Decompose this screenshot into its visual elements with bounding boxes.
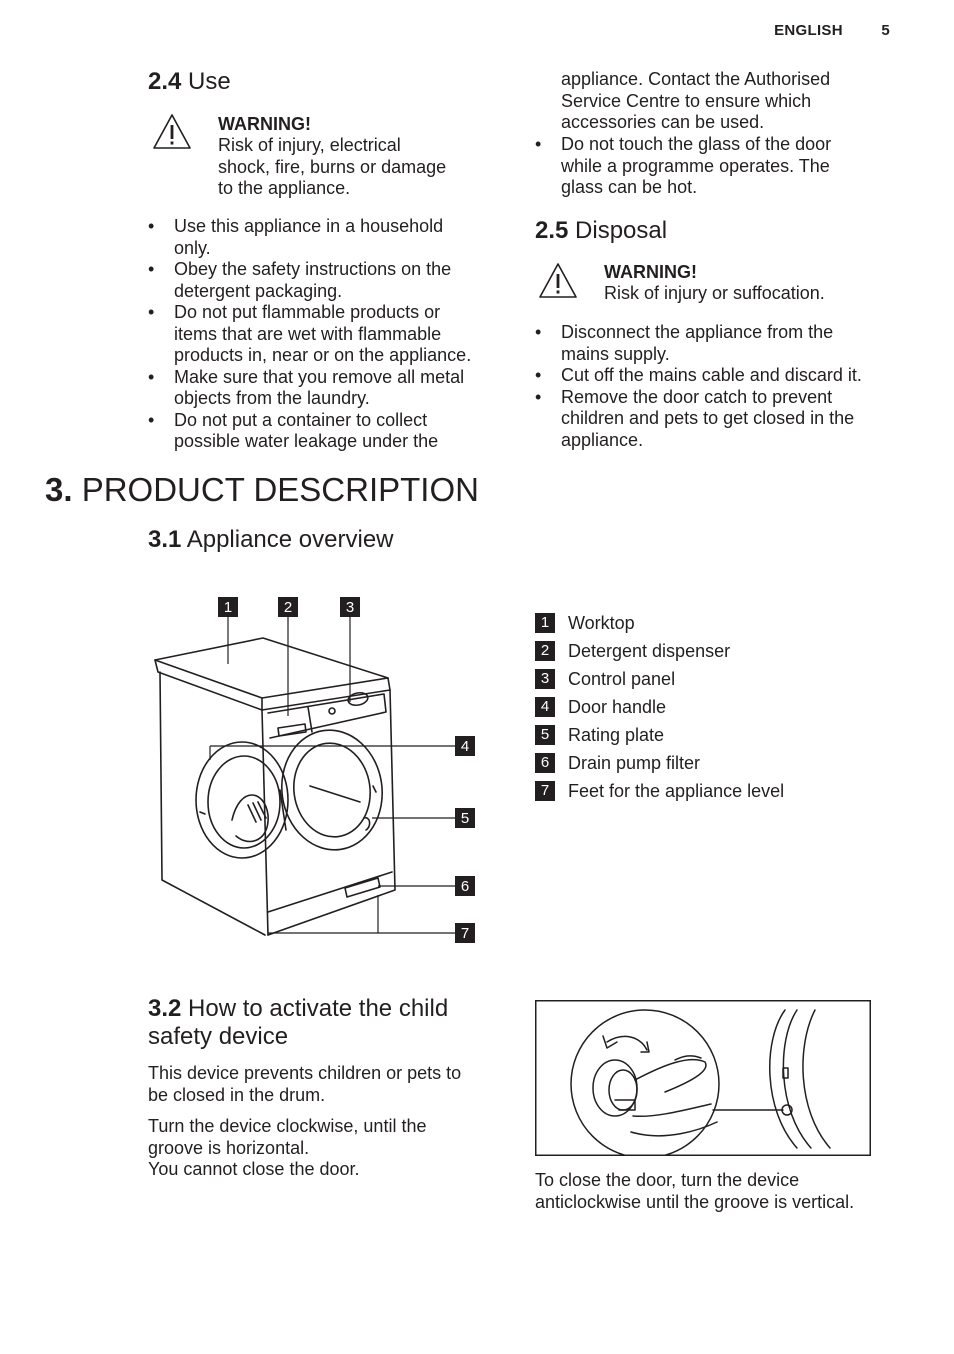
legend-item-detergent-dispenser: 2 Detergent dispenser <box>535 637 915 665</box>
text-line: be closed in the drum. <box>148 1084 326 1105</box>
legend-item-rating-plate: 5 Rating plate <box>535 721 915 749</box>
svg-text:6: 6 <box>461 878 469 895</box>
section-2-5-heading: 2.5 Disposal <box>535 216 667 246</box>
text-line: groove is horizontal. <box>148 1137 310 1158</box>
warning-title: WARNING! <box>218 114 311 134</box>
section-3-2-heading: 3.2 How to activate the child safety dev… <box>148 995 508 1051</box>
svg-text:5: 5 <box>461 810 469 827</box>
section-3-1-heading: 3.1 Appliance overview <box>148 525 394 555</box>
child-safety-caption: To close the door, turn the device antic… <box>535 1170 915 1213</box>
text-line: appliance. Contact the Authorised <box>561 69 831 89</box>
text-line: Turn the device clockwise, until the <box>148 1116 427 1136</box>
legend-number: 6 <box>535 753 555 773</box>
warning-block-2-5: WARNING! Risk of injury or suffocation. <box>604 261 904 305</box>
legend-label: Drain pump filter <box>568 752 701 773</box>
legend-label: Door handle <box>568 696 667 717</box>
section-title-line: safety device <box>148 1023 289 1050</box>
text-line: To close the door, turn the device <box>535 1170 800 1190</box>
callout-4: 4 <box>455 736 475 756</box>
legend-number: 2 <box>535 641 555 661</box>
chapter-number: 3. <box>45 471 73 508</box>
callout-2: 2 <box>278 597 298 617</box>
svg-text:2: 2 <box>284 599 292 616</box>
washing-machine-illustration: 1 2 3 4 5 6 7 <box>154 597 475 943</box>
section-number: 2.5 <box>535 217 569 244</box>
section-2-4-heading: 2.4 Use <box>148 67 231 97</box>
legend-label: Detergent dispenser <box>568 640 731 661</box>
svg-text:1: 1 <box>224 599 232 616</box>
warning-triangle-icon <box>539 263 577 298</box>
warning-line: to the appliance. <box>218 178 351 198</box>
svg-text:3: 3 <box>346 599 354 616</box>
warning-text: Risk of injury or suffocation. <box>604 283 825 303</box>
legend-label: Control panel <box>568 668 676 689</box>
use-bullet-list-right: Do not touch the glass of the doorwhile … <box>535 134 905 199</box>
callout-1: 1 <box>218 597 238 617</box>
page-number: 5 <box>881 22 890 39</box>
legend-label: Rating plate <box>568 724 665 745</box>
warning-line: Risk of injury, electrical <box>218 135 401 155</box>
legend-number: 5 <box>535 725 555 745</box>
legend-number: 4 <box>535 697 555 717</box>
list-item: Cut off the mains cable and discard it. <box>535 365 915 387</box>
child-safety-illustration <box>535 1000 871 1156</box>
legend-item-door-handle: 4 Door handle <box>535 693 915 721</box>
use-continuation-text: appliance. Contact the Authorised Servic… <box>561 69 901 134</box>
text-line: Service Centre to ensure which <box>561 90 812 111</box>
section-title-line: How to activate the child <box>188 995 449 1022</box>
callout-7: 7 <box>455 923 475 943</box>
warning-block-2-4: WARNING! Risk of injury, electrical shoc… <box>218 113 508 200</box>
callout-5: 5 <box>455 808 475 828</box>
warning-title: WARNING! <box>604 262 697 282</box>
legend-item-drain-pump-filter: 6 Drain pump filter <box>535 749 915 777</box>
header-language: ENGLISH <box>774 22 843 39</box>
legend-number: 3 <box>535 669 555 689</box>
warning-line: shock, fire, burns or damage <box>218 156 447 177</box>
legend-item-worktop: 1 Worktop <box>535 609 915 637</box>
chapter-title: PRODUCT DESCRIPTION <box>81 471 479 508</box>
legend-item-control-panel: 3 Control panel <box>535 665 915 693</box>
callout-3: 3 <box>340 597 360 617</box>
legend-label: Feet for the appliance level <box>568 780 785 801</box>
list-item: Obey the safety instructions on thedeter… <box>148 259 518 302</box>
section-number: 3.2 <box>148 995 182 1022</box>
text-line: You cannot close the door. <box>148 1159 360 1179</box>
warning-triangle-icon <box>153 114 191 149</box>
page-header: ENGLISH 5 <box>740 22 890 39</box>
chapter-3-heading: 3. PRODUCT DESCRIPTION <box>45 470 479 510</box>
legend-label: Worktop <box>568 612 635 633</box>
text-line: accessories can be used. <box>561 112 765 132</box>
section-number: 2.4 <box>148 68 182 95</box>
section-title: Appliance overview <box>186 526 394 553</box>
svg-text:4: 4 <box>461 738 469 755</box>
legend-number: 1 <box>535 613 555 633</box>
section-title: Disposal <box>575 217 668 244</box>
svg-text:7: 7 <box>461 925 469 942</box>
warning-text: Risk of injury, electrical shock, fire, … <box>218 135 508 200</box>
appliance-legend: 1 Worktop 2 Detergent dispenser 3 Control p… <box>535 609 915 805</box>
legend-number: 7 <box>535 781 555 801</box>
legend-item-feet: 7 Feet for the appliance level <box>535 777 915 805</box>
text-line: anticlockwise until the groove is vertic… <box>535 1191 855 1212</box>
section-number: 3.1 <box>148 526 182 553</box>
child-safety-intro: This device prevents children or pets to… <box>148 1063 508 1106</box>
text-line: This device prevents children or pets to <box>148 1063 462 1083</box>
child-safety-instructions: Turn the device clockwise, until the gro… <box>148 1116 508 1181</box>
list-item: Make sure that you remove all metalobjec… <box>148 367 518 410</box>
callout-6: 6 <box>455 876 475 896</box>
list-item: Remove the door catch to preventchildren… <box>535 387 915 452</box>
list-item: Do not put a container to collectpossibl… <box>148 410 518 453</box>
section-title: Use <box>188 68 231 95</box>
list-item: Do not touch the glass of the doorwhile … <box>535 134 905 199</box>
